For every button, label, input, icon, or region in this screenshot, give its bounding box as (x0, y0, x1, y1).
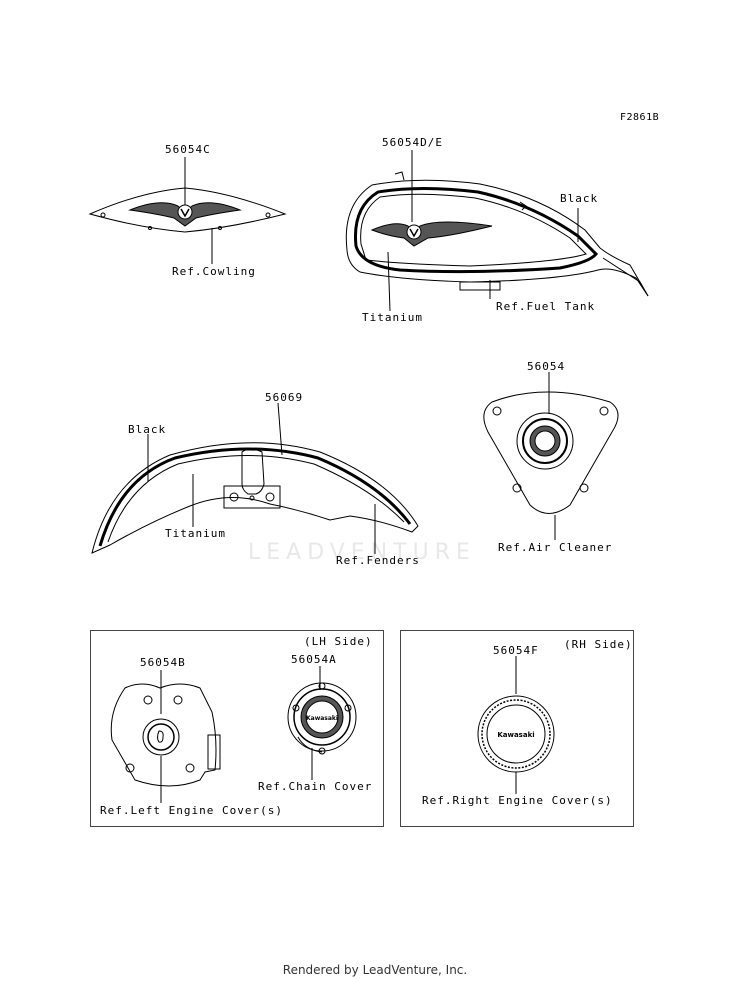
tank-color-titanium: Titanium (362, 311, 423, 324)
watermark: LEADVENTURE (248, 540, 476, 565)
figure-code: F2861B (620, 112, 660, 123)
tank-part-number: 56054D/E (382, 136, 443, 149)
fender-color-black: Black (128, 423, 167, 436)
chain-cover-ref: Ref.Chain Cover (258, 780, 373, 793)
rh-side-label: (RH Side) (564, 638, 633, 651)
right-engine-ref: Ref.Right Engine Cover(s) (422, 794, 613, 807)
right-engine-part-number: 56054F (493, 644, 539, 657)
left-engine-cover-part (110, 683, 221, 787)
chain-cover-part-number: 56054A (291, 653, 337, 666)
tank-color-black: Black (560, 192, 599, 205)
cowling-part (88, 187, 287, 233)
right-cover-emblem: Kawasaki (497, 731, 534, 739)
chain-cover-emblem: Kawasaki (306, 715, 338, 722)
air-cleaner-part-number: 56054 (527, 360, 566, 373)
cowling-part-number: 56054C (165, 143, 211, 156)
lh-side-label: (LH Side) (304, 635, 373, 648)
fender-ref: Ref.Fenders (336, 554, 420, 567)
tank-ref: Ref.Fuel Tank (496, 300, 596, 313)
left-engine-part-number: 56054B (140, 656, 186, 669)
left-engine-ref: Ref.Left Engine Cover(s) (100, 804, 283, 817)
lh-side-box (90, 630, 384, 827)
fender-color-titanium: Titanium (165, 527, 226, 540)
fuel-tank-part (345, 171, 649, 297)
cowling-ref: Ref.Cowling (172, 265, 256, 278)
footer-credit: Rendered by LeadVenture, Inc. (282, 963, 468, 977)
rh-side-box (400, 630, 634, 827)
fender-part (91, 442, 419, 554)
air-cleaner-ref: Ref.Air Cleaner (498, 541, 613, 554)
fender-part-number: 56069 (265, 391, 304, 404)
air-cleaner-part (483, 391, 619, 514)
chain-cover-part (287, 682, 357, 755)
